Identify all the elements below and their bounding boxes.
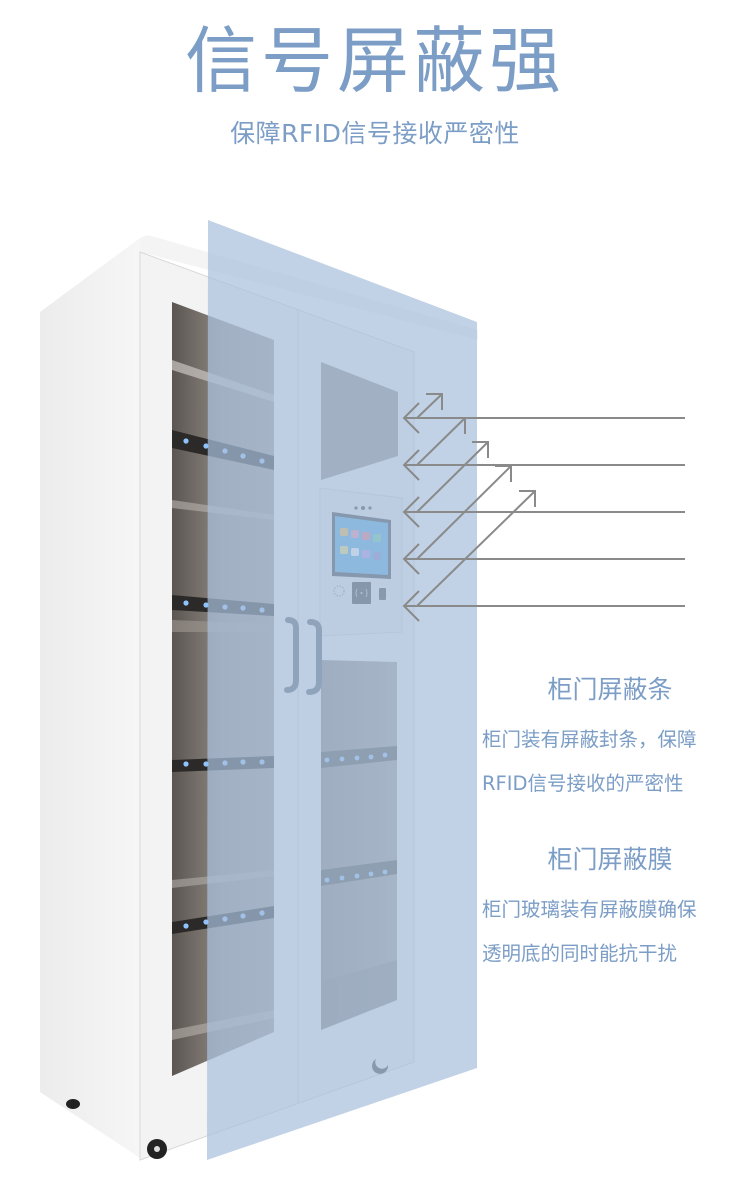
feature-title-door-seal-strip: 柜门屏蔽条	[547, 675, 673, 704]
signal-arrow-2	[402, 417, 685, 481]
page-subtitle: 保障RFID信号接收严密性	[230, 119, 520, 148]
feature-description-line: 透明底的同时能抗干扰	[482, 942, 678, 965]
feature-description-line: 柜门装有屏蔽封条，保障	[482, 728, 697, 751]
signal-arrow-4	[402, 465, 685, 575]
feature-description-door-seal-strip: 柜门装有屏蔽封条，保障 RFID信号接收的严密性	[470, 718, 750, 806]
feature-description-line: 柜门玻璃装有屏蔽膜确保	[482, 898, 697, 921]
feature-title-door-shield-film: 柜门屏蔽膜	[547, 845, 673, 874]
signal-arrow-3	[402, 441, 685, 528]
feature-description-door-shield-film: 柜门玻璃装有屏蔽膜确保 透明底的同时能抗干扰	[470, 888, 750, 976]
signal-arrow-5	[402, 490, 685, 622]
signal-arrows	[402, 393, 685, 622]
cabinet-side-panel	[40, 238, 140, 1158]
page-title: 信号屏蔽强	[184, 19, 565, 103]
feature-description-line: RFID信号接收的严密性	[482, 772, 684, 795]
shielding-panel	[207, 220, 477, 1160]
